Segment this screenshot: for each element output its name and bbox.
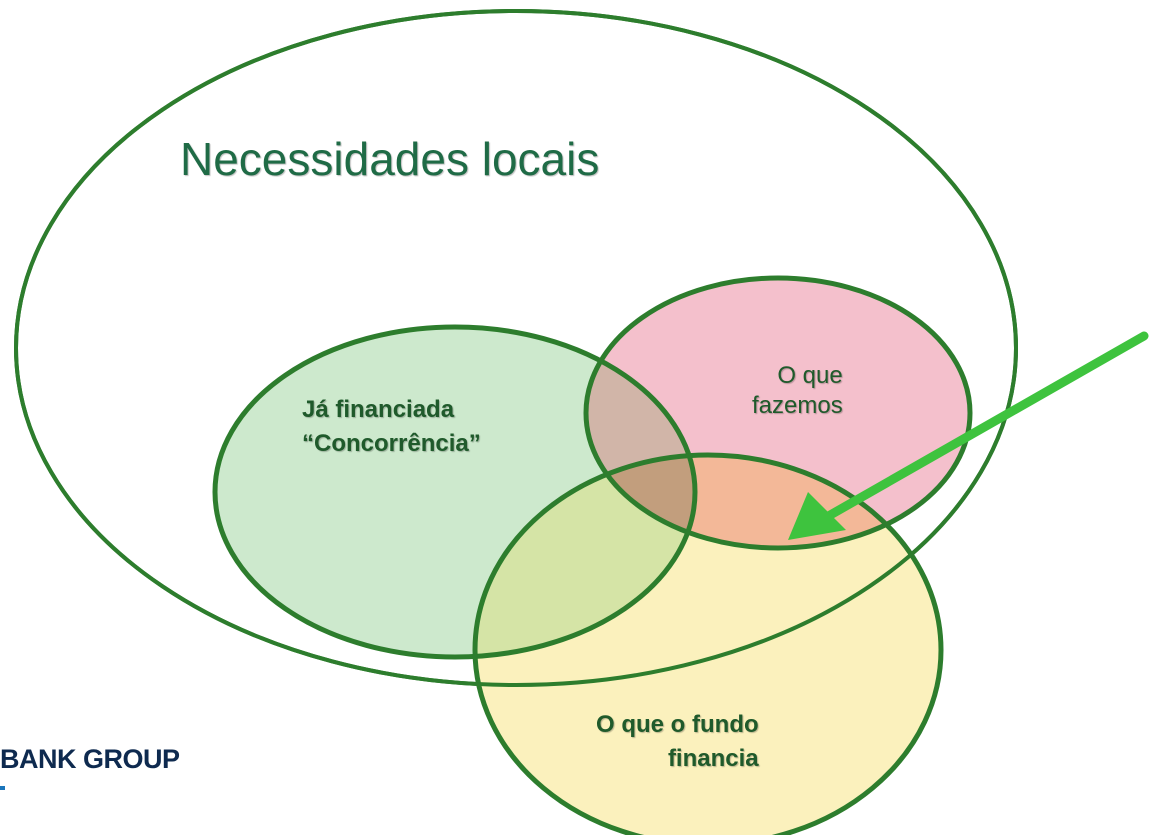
outline-o-que-fazemos [583,275,973,551]
outline-ja-financiada [212,324,698,660]
outer-ellipse-outline [14,9,1018,687]
label-ja-financiada-line-2: “Concorrência” [302,430,481,457]
logo-accent [0,786,5,790]
label-ja-financiada: Já financiada “Concorrência” [302,393,481,461]
label-fundo-line-2: financia [667,745,759,772]
outline-o-que-o-fundo-financia [472,452,944,835]
label-ja-financiada-line-1: Já financiada [302,396,455,423]
overlap-green-yellow [475,455,695,657]
diagram-title: Necessidades locais [180,133,600,185]
label-o-que-o-fundo-financia: O que o fundo financia [596,708,759,776]
world-bank-group-logo: BANK GROUP [0,744,180,774]
label-o-que-fazemos-line-2: fazemos [752,392,843,419]
label-o-que-fazemos: O que fazemos [752,361,843,421]
label-fundo-line-1: O que o fundo [596,711,759,738]
label-o-que-fazemos-line-1: O que [777,362,843,389]
arrow-icon [788,331,1149,540]
